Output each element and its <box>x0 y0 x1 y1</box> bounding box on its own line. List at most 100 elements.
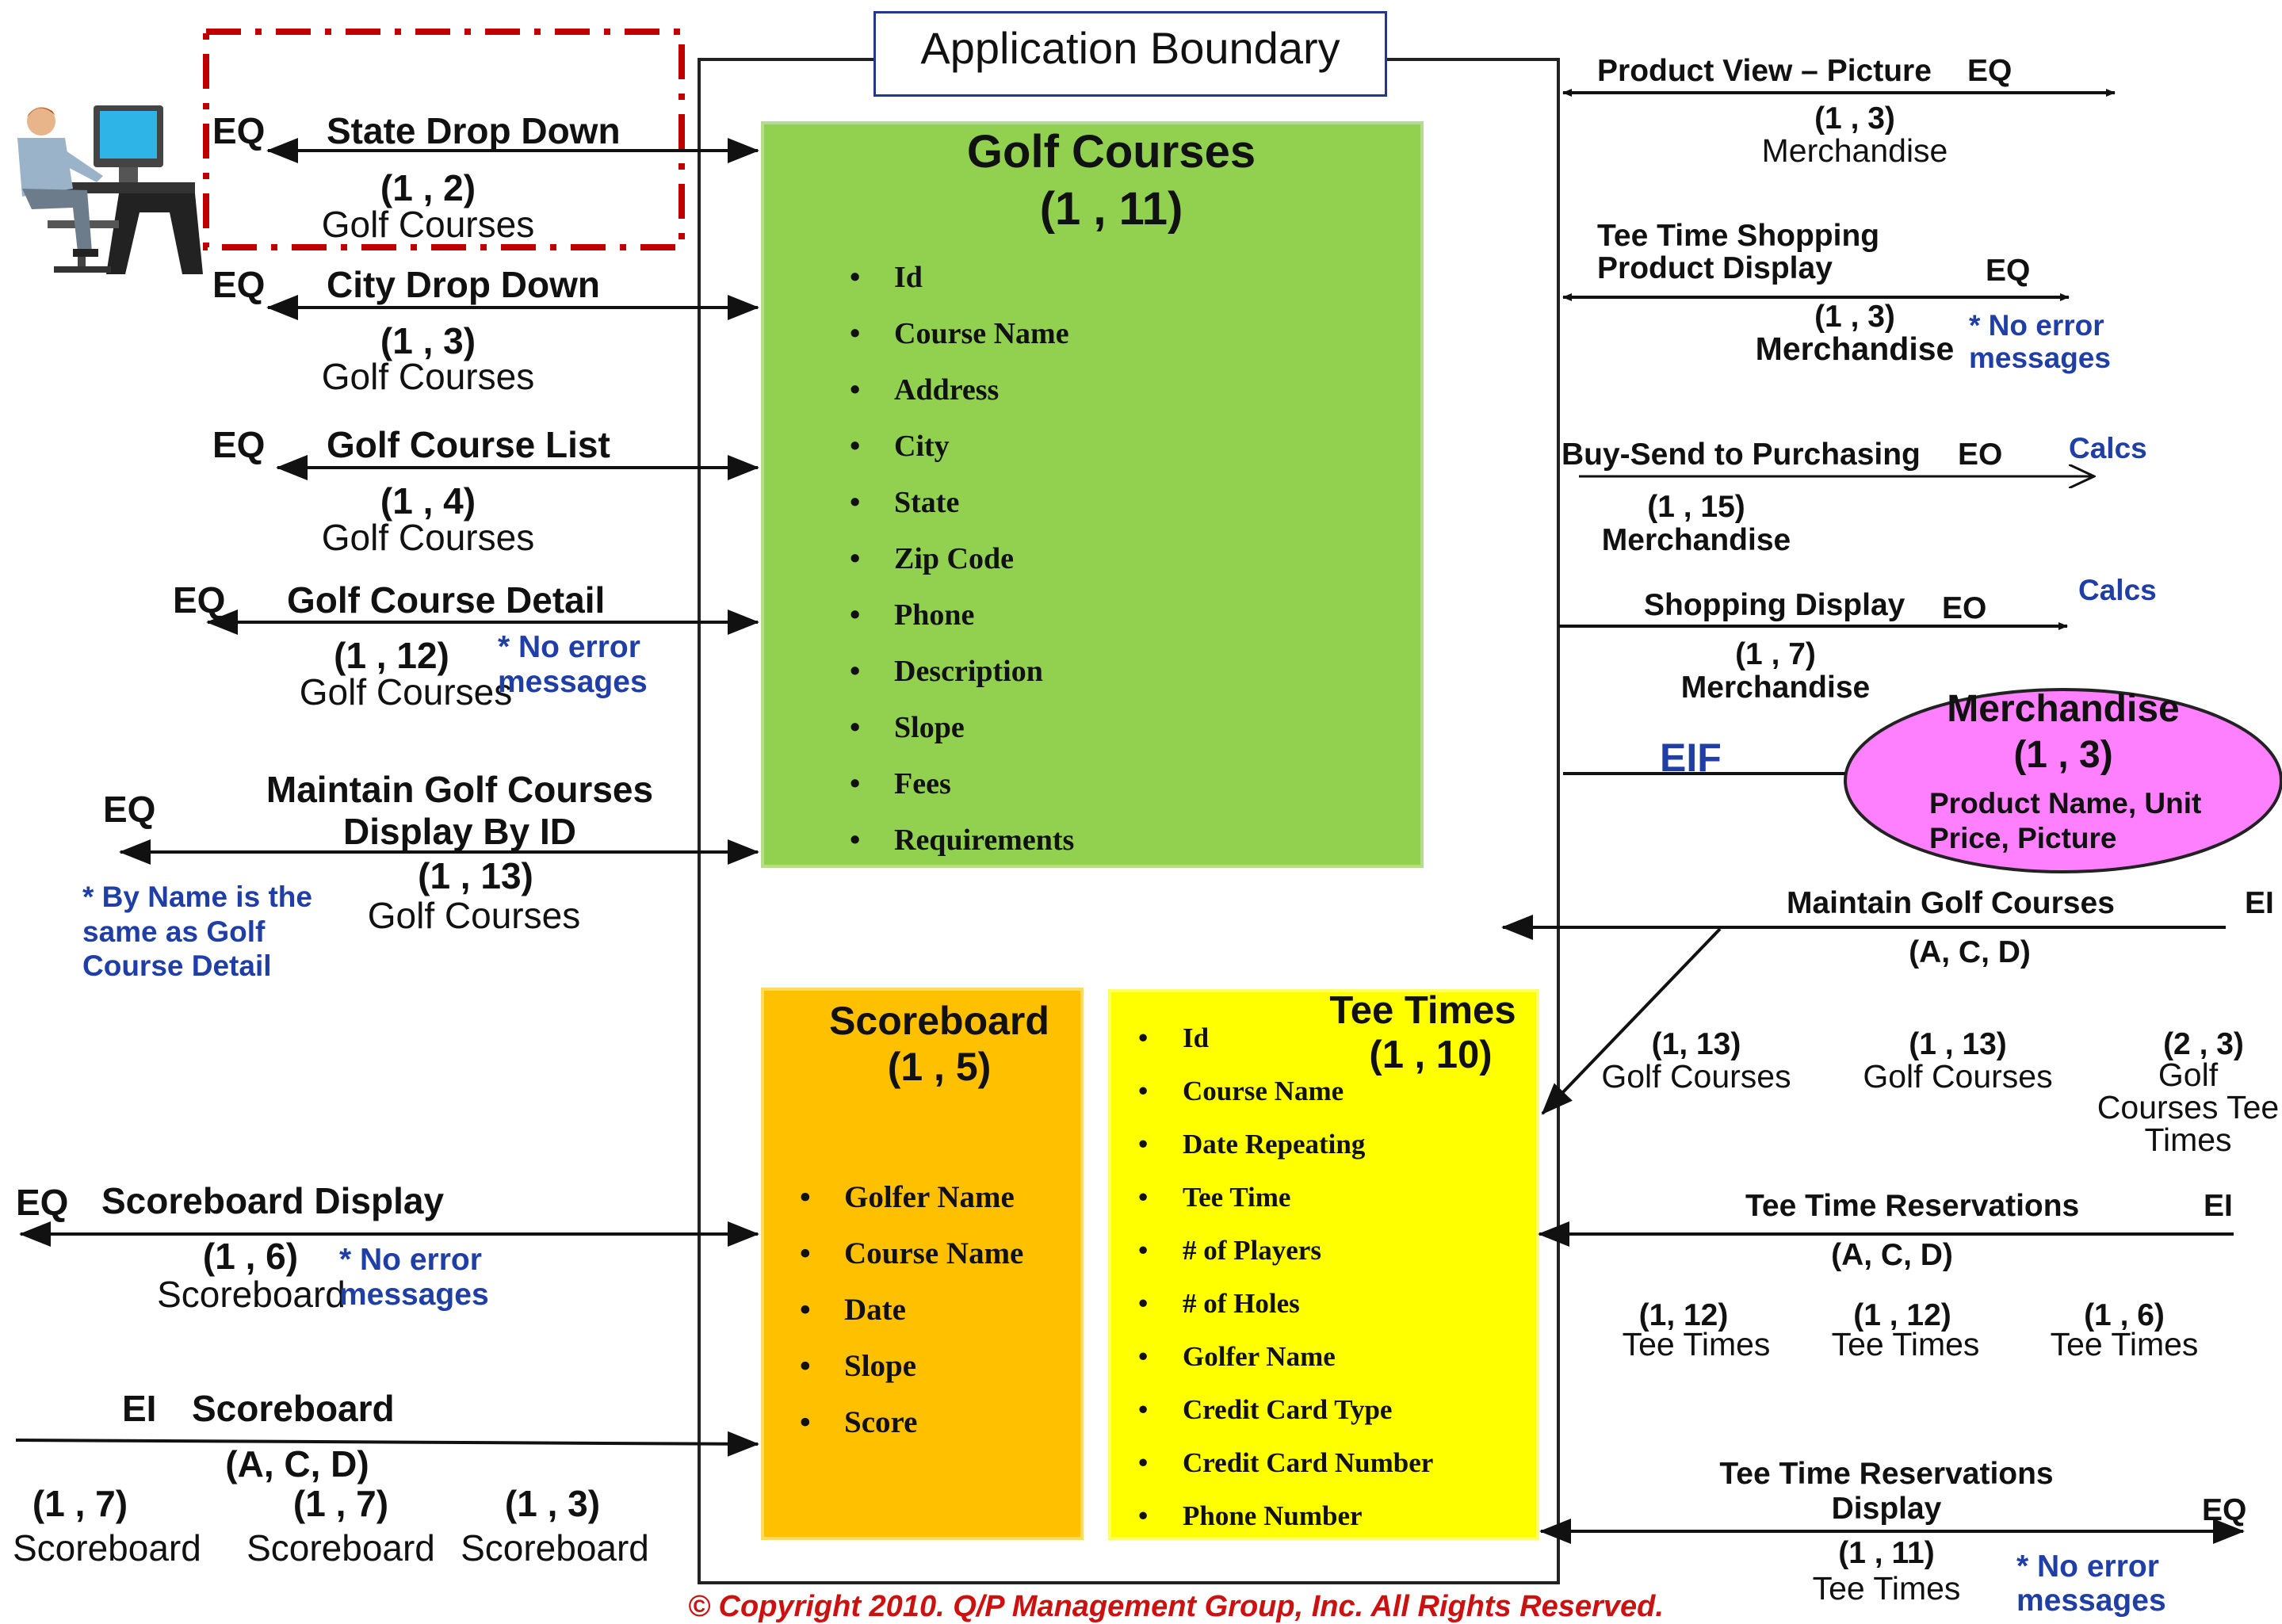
maintain-display-label: Maintain Golf Courses Display By ID <box>266 769 654 853</box>
tee-res-display-file: Tee Times <box>1812 1570 1961 1607</box>
scoreboard-ei-count-2: (1 , 7) <box>292 1483 389 1524</box>
scoreboard-display-file: Scoreboard <box>157 1274 346 1315</box>
scoreboard-count: (1 , 5) <box>887 1045 992 1089</box>
tee-res-ei-ops: (A, C, D) <box>1831 1238 1953 1272</box>
field-item: Zip Code <box>850 541 1074 598</box>
copyright-notice: © Copyright 2010. Q/P Management Group, … <box>688 1590 1664 1623</box>
field-item: Golfer Name <box>1138 1341 1433 1394</box>
field-item: # of Players <box>1138 1235 1433 1288</box>
field-item: Golfer Name <box>800 1179 1023 1236</box>
merchandise-detail: Product Name, Unit Price, Picture <box>1929 787 2202 855</box>
maintain-ei-file-3: Golf Courses Tee Times <box>2097 1057 2280 1158</box>
maintain-ei-ops: (A, C, D) <box>1909 935 2031 969</box>
field-item: Tee Time <box>1138 1182 1433 1235</box>
field-item: Course Name <box>850 316 1074 373</box>
tee-shopping-type: EQ <box>1986 254 2031 288</box>
tee-res-display-note: * No error messages <box>2016 1549 2166 1618</box>
scoreboard-ei-type: EI <box>122 1388 157 1429</box>
tee-res-ei-file-1: Tee Times <box>1622 1326 1771 1362</box>
course-detail-file: Golf Courses <box>299 671 513 713</box>
shopping-display-type: EO <box>1942 591 1987 625</box>
scoreboard-ei-count-1: (1 , 7) <box>32 1483 128 1524</box>
maintain-display-type: EQ <box>103 789 156 830</box>
tee-shopping-note: * No error messages <box>1969 309 2111 375</box>
field-item: Address <box>850 373 1074 429</box>
buy-send-count: (1 , 15) <box>1647 490 1745 524</box>
city-dropdown-file: Golf Courses <box>321 356 535 397</box>
field-item: Id <box>850 260 1074 316</box>
tee-res-ei-count-3: (1 , 6) <box>2084 1298 2165 1332</box>
field-item: City <box>850 429 1074 485</box>
field-item: Description <box>850 654 1074 710</box>
computer-user-icon <box>17 105 203 274</box>
maintain-ei-count-1: (1, 13) <box>1651 1027 1741 1061</box>
tee-times-field-list: Id Course Name Date Repeating Tee Time #… <box>1138 1022 1433 1553</box>
product-view-count: (1 , 3) <box>1814 101 1895 136</box>
scoreboard-field-list: Golfer Name Course Name Date Slope Score <box>800 1179 1023 1461</box>
maintain-ei-diagonal <box>1541 927 1722 1115</box>
field-item: State <box>850 485 1074 541</box>
city-dropdown-count: (1 , 3) <box>380 320 476 361</box>
product-view-type: EQ <box>1967 54 2013 88</box>
tee-res-ei-file-3: Tee Times <box>2050 1326 2199 1362</box>
course-list-label: Golf Course List <box>327 424 610 465</box>
shopping-display-note: Calcs <box>2078 574 2157 606</box>
tee-shopping-label: Tee Time Shopping Product Display <box>1597 219 1880 285</box>
course-detail-label: Golf Course Detail <box>287 579 606 621</box>
buy-send-label: Buy-Send to Purchasing <box>1561 438 1921 472</box>
golf-courses-count: (1 , 11) <box>1039 183 1183 235</box>
scoreboard-ei-file-3: Scoreboard <box>461 1527 649 1569</box>
field-item: Requirements <box>850 823 1074 879</box>
state-dropdown-type: EQ <box>212 110 266 151</box>
state-dropdown-file: Golf Courses <box>321 204 535 245</box>
application-boundary-title: Application Boundary <box>920 23 1340 73</box>
field-item: Course Name <box>800 1236 1023 1292</box>
field-item: Credit Card Number <box>1138 1447 1433 1500</box>
field-item: Fees <box>850 766 1074 823</box>
tee-res-ei-type: EI <box>2204 1189 2233 1223</box>
course-detail-note: * No error messages <box>498 630 648 699</box>
maintain-ei-type: EI <box>2245 886 2274 920</box>
field-item: Phone Number <box>1138 1500 1433 1553</box>
field-item: Id <box>1138 1022 1433 1076</box>
eif-label: EIF <box>1660 736 1722 780</box>
tee-res-ei-count-1: (1, 12) <box>1638 1298 1729 1332</box>
tee-res-display-type: EQ <box>2202 1493 2247 1527</box>
maintain-ei-count-2: (1 , 13) <box>1909 1027 2007 1061</box>
shopping-display-count: (1 , 7) <box>1735 637 1816 671</box>
maintain-ei-file-1: Golf Courses <box>1601 1058 1791 1095</box>
scoreboard-ei-file-2: Scoreboard <box>247 1527 435 1569</box>
merchandise-title: Merchandise <box>1947 688 2180 730</box>
course-detail-type: EQ <box>173 579 226 621</box>
scoreboard-ei-count-3: (1 , 3) <box>504 1483 601 1524</box>
tee-res-display-count: (1 , 11) <box>1838 1536 1935 1570</box>
merchandise-ellipse <box>1844 688 2282 873</box>
scoreboard-display-label: Scoreboard Display <box>101 1180 445 1221</box>
city-dropdown-type: EQ <box>212 264 266 305</box>
tee-res-ei-file-2: Tee Times <box>1831 1326 1980 1362</box>
maintain-display-file: Golf Courses <box>367 895 581 936</box>
field-item: Phone <box>850 598 1074 654</box>
field-item: # of Holes <box>1138 1288 1433 1341</box>
scoreboard-display-type: EQ <box>16 1182 69 1223</box>
scoreboard-ei-arrow <box>15 1431 759 1457</box>
golf-courses-title: Golf Courses <box>966 126 1256 178</box>
maintain-display-count: (1 , 13) <box>418 855 533 896</box>
scoreboard-ei-label: Scoreboard <box>192 1388 395 1429</box>
merchandise-count: (1 , 3) <box>2013 734 2113 776</box>
field-item: Slope <box>850 710 1074 766</box>
product-view-file: Merchandise <box>1761 132 1948 169</box>
state-dropdown-count: (1 , 2) <box>380 167 476 208</box>
scoreboard-ei-ops: (A, C, D) <box>225 1443 369 1485</box>
golf-courses-box <box>761 121 1424 868</box>
scoreboard-display-count: (1 , 6) <box>202 1236 299 1277</box>
scoreboard-ei-file-1: Scoreboard <box>13 1527 201 1569</box>
product-view-label: Product View – Picture <box>1597 54 1932 88</box>
course-detail-count: (1 , 12) <box>334 635 449 676</box>
shopping-display-label: Shopping Display <box>1644 588 1905 622</box>
state-dropdown-label: State Drop Down <box>327 110 621 151</box>
maintain-ei-count-3: (2 , 3) <box>2163 1027 2244 1061</box>
buy-send-note: Calcs <box>2069 432 2147 464</box>
city-dropdown-label: City Drop Down <box>327 264 600 305</box>
